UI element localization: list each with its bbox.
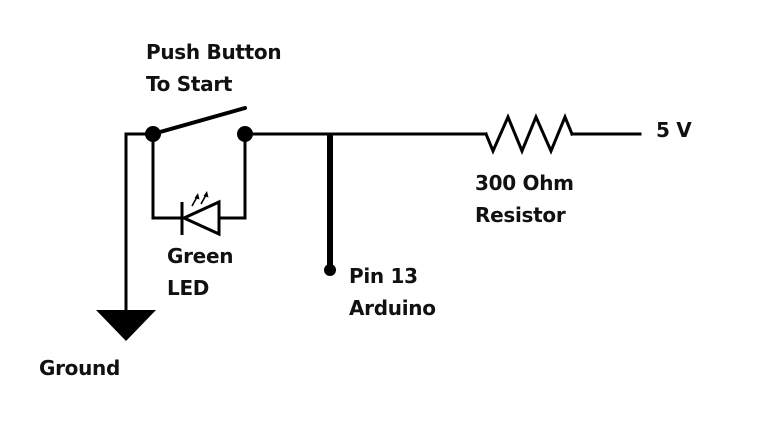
ground-wire [124,132,155,314]
switch-lever [151,106,247,136]
pin13-label-line2: Arduino [349,296,436,320]
led-light-arrows-icon [191,191,209,207]
pin13-label-line1: Pin 13 [349,264,418,288]
push-button-label-line1: Push Button [146,40,282,64]
ground-icon [96,310,156,341]
resistor-label: 300 Ohm Resistor [475,167,574,231]
led-right-wire [216,132,247,220]
ground-label: Ground [39,356,121,380]
pin13-label: Pin 13 Arduino [349,260,436,324]
resistor-label-line2: Resistor [475,203,566,227]
resistor-icon [484,113,574,155]
push-button-label: Push Button To Start [146,36,282,100]
supply-label: 5 V [656,118,692,142]
led-label: Green LED [167,240,233,304]
led-triangle [180,199,221,237]
led-icon [180,191,221,237]
led-left-wire [151,132,185,220]
push-button-label-line2: To Start [146,72,233,96]
led-label-line2: LED [167,276,210,300]
pin13-terminal [324,264,336,276]
push-button-switch [145,106,253,142]
led-label-line1: Green [167,244,234,268]
resistor-label-line1: 300 Ohm [475,171,574,195]
